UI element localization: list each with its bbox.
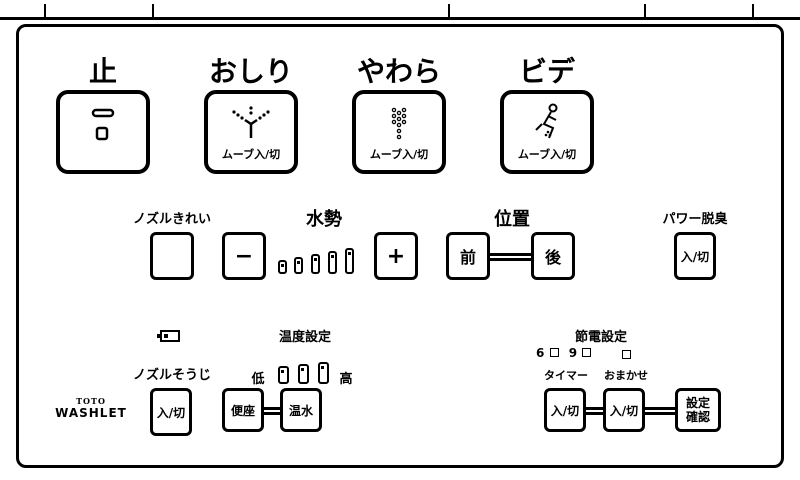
front-label: 前 [459, 248, 476, 267]
position-label: 位置 [494, 209, 530, 230]
timer-9h-label: 9 [568, 346, 578, 360]
timer-label: タイマー [544, 369, 588, 382]
power-deodorize-onoff-label: 入/切 [680, 249, 710, 264]
housing-seam [152, 4, 154, 20]
temperature-level-3 [318, 362, 329, 384]
pressure-level-3 [311, 254, 320, 274]
nozzle-wipe-onoff-label: 入/切 [156, 405, 186, 420]
rear-spray-icon [232, 106, 270, 138]
timer-6h-label: 6 [536, 346, 545, 360]
temperature-low-label: 低 [251, 372, 265, 387]
nozzle-wipe-label: ノズルそうじ [132, 368, 211, 383]
temperature-level-indicator [274, 360, 334, 384]
minus-label: − [234, 243, 254, 269]
energy-connector-2 [644, 407, 676, 415]
timer-6h-lamp [549, 348, 559, 357]
timer-9h-lamp [582, 348, 592, 357]
yawaraka-move-label: ムーブ入/切 [369, 148, 429, 161]
housing-seam [752, 4, 754, 20]
temperature-high-label: 高 [339, 372, 353, 387]
timer-onoff-label: 入/切 [550, 403, 580, 418]
temperature-level-2 [298, 364, 309, 384]
back-label: 後 [544, 248, 561, 267]
water-pressure-minus-button[interactable]: − [222, 232, 266, 280]
pressure-level-4 [328, 251, 337, 274]
position-front-button[interactable]: 前 [446, 232, 490, 280]
nozzle-clean-label: ノズルきれい [132, 212, 211, 227]
auto-onoff-label: 入/切 [609, 403, 639, 418]
water-temperature-button[interactable]: 温水 [280, 388, 322, 432]
confirm-label-1: 設定 [685, 396, 710, 410]
power-deodorize-label: パワー脱臭 [662, 212, 728, 227]
top-housing-strip [0, 0, 800, 20]
seat-label: 便座 [230, 403, 255, 418]
temperature-connector [263, 407, 281, 415]
energy-connector-1 [585, 407, 604, 415]
water-pressure-label: 水勢 [306, 209, 342, 230]
yawaraka-button[interactable]: ムーブ入/切 [352, 90, 446, 174]
water-label: 温水 [288, 403, 313, 418]
oshiri-move-label: ムーブ入/切 [221, 148, 281, 161]
housing-seam [644, 4, 646, 20]
auto-label: おまかせ [604, 369, 648, 382]
plus-label: + [386, 243, 406, 269]
water-pressure-level-indicator [274, 244, 370, 274]
setting-confirm-button[interactable]: 設定 確認 [675, 388, 721, 432]
seat-temperature-button[interactable]: 便座 [222, 388, 264, 432]
nozzle-clean-button[interactable] [150, 232, 194, 280]
energy-saving-label: 節電設定 [574, 330, 627, 345]
timer-hours-row: 6 9 [536, 346, 596, 362]
temperature-level-1 [278, 366, 289, 384]
confirm-label-2: 確認 [685, 410, 710, 424]
pressure-level-1 [278, 260, 287, 274]
housing-seam [448, 4, 450, 20]
auto-lamp [622, 350, 631, 359]
battery-icon [157, 330, 180, 342]
pressure-level-5 [345, 248, 354, 274]
housing-seam [44, 4, 46, 20]
stop-label: 止 [88, 55, 117, 88]
pressure-level-2 [294, 257, 303, 274]
bidet-label: ビデ [518, 55, 575, 88]
bidet-figure-icon [535, 103, 558, 139]
auto-onoff-button[interactable]: 入/切 [603, 388, 645, 432]
brand-product: WASHLET [55, 406, 127, 420]
nozzle-wipe-button[interactable]: 入/切 [150, 388, 192, 436]
position-connector [489, 253, 532, 261]
temperature-setting-label: 温度設定 [278, 330, 331, 345]
stop-icon [91, 108, 115, 141]
soft-spray-icon [391, 107, 407, 140]
toto-washlet-logo: TOTO WASHLET [46, 396, 136, 420]
stop-button[interactable] [56, 90, 150, 174]
oshiri-button[interactable]: ムーブ入/切 [204, 90, 298, 174]
water-pressure-plus-button[interactable]: + [374, 232, 418, 280]
brand-maker: TOTO [76, 396, 106, 406]
position-back-button[interactable]: 後 [531, 232, 575, 280]
oshiri-label: おしり [208, 55, 293, 88]
bidet-move-label: ムーブ入/切 [517, 148, 577, 161]
power-deodorize-button[interactable]: 入/切 [674, 232, 716, 280]
bidet-button[interactable]: ムーブ入/切 [500, 90, 594, 174]
timer-onoff-button[interactable]: 入/切 [544, 388, 586, 432]
